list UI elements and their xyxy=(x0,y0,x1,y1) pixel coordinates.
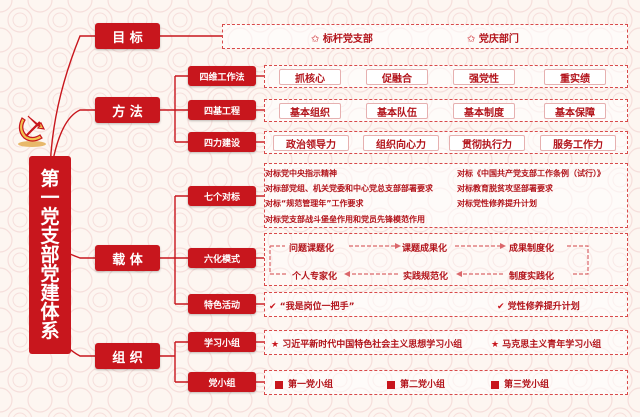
category-org[interactable]: 组 织 xyxy=(95,343,160,369)
party-group-item: 第一党小组 xyxy=(275,377,333,390)
title-char: 支 xyxy=(40,224,60,247)
goal-item: ✩ 党庆部门 xyxy=(467,34,519,45)
method-row-label[interactable]: 四维工作法 xyxy=(188,66,256,86)
party-group-panel: 第一党小组 第二党小组 第三党小组 xyxy=(264,370,628,395)
square-icon xyxy=(491,380,499,389)
benchmark-item: 对标教育脱贫攻坚部署要求 xyxy=(457,184,553,193)
category-method[interactable]: 方 法 xyxy=(95,97,160,123)
special-item: ✔ 党性修养提升计划 xyxy=(497,302,580,312)
star-icon: ★ xyxy=(271,340,280,350)
benchmark-item: 对标《中国共产党支部工作条例（试行）》 xyxy=(457,169,605,178)
study-group-panel: ★ 习近平新时代中国特色社会主义思想学习小组 ★ 马克思主义青年学习小组 xyxy=(264,330,628,355)
six-mode-panel: 问题课题化 课题成果化 成果制度化 个人专家化 实践规范化 制度实践化 xyxy=(264,233,628,286)
method-item[interactable]: 强党性 xyxy=(453,69,515,85)
method-row-panel: 政治领导力 组织向心力 贯彻执行力 服务工作力 xyxy=(264,131,628,154)
method-row-label[interactable]: 四力建设 xyxy=(188,132,256,152)
org-row-label[interactable]: 党小组 xyxy=(188,372,256,392)
party-emblem-icon xyxy=(18,115,46,147)
title-char: 党 xyxy=(40,262,60,285)
study-group-item: ★ 习近平新时代中国特色社会主义思想学习小组 xyxy=(271,340,463,350)
six-mode-item: 问题课题化 xyxy=(289,244,335,254)
title-char: 建 xyxy=(40,281,60,304)
title-char: 第 xyxy=(40,167,60,190)
six-mode-item: 制度实践化 xyxy=(509,272,555,282)
method-item[interactable]: 基本组织 xyxy=(279,103,341,119)
six-mode-item: 实践规范化 xyxy=(403,272,449,282)
six-mode-item: 课题成果化 xyxy=(402,244,448,254)
title-char: 系 xyxy=(40,319,60,342)
check-icon: ✔ xyxy=(497,302,505,312)
party-group-item: 第二党小组 xyxy=(387,377,445,390)
special-item: ✔ “我是岗位一把手” xyxy=(269,302,355,312)
method-item[interactable]: 服务工作力 xyxy=(540,135,616,151)
method-row-label[interactable]: 四基工程 xyxy=(188,100,256,120)
check-icon: ✔ xyxy=(269,302,277,312)
study-group-item: ★ 马克思主义青年学习小组 xyxy=(491,340,602,350)
title-char: 党 xyxy=(40,205,60,228)
method-item[interactable]: 政治领导力 xyxy=(273,135,349,151)
org-row-label[interactable]: 学习小组 xyxy=(188,332,256,352)
goal-panel: ✩ 标杆党支部 ✩ 党庆部门 xyxy=(222,24,628,49)
method-item[interactable]: 抓核心 xyxy=(279,69,341,85)
title-char: 部 xyxy=(40,243,60,266)
special-activities-panel: ✔ “我是岗位一把手” ✔ 党性修养提升计划 xyxy=(264,292,628,317)
method-item[interactable]: 基本制度 xyxy=(453,103,515,119)
main-title: 第 一 党 支 部 党 建 体 系 xyxy=(29,156,71,354)
title-char: 体 xyxy=(40,300,60,323)
benchmark-item: 对标党支部战斗堡垒作用和党员先锋模范作用 xyxy=(265,215,425,224)
category-carrier[interactable]: 载 体 xyxy=(95,245,160,271)
six-mode-item: 成果制度化 xyxy=(509,244,555,254)
benchmark-item: 对标部党组、机关党委和中心党总支部部署要求 xyxy=(265,184,433,193)
method-item[interactable]: 重实绩 xyxy=(544,69,606,85)
square-icon xyxy=(275,380,283,389)
benchmark-item: 对标党性修养提升计划 xyxy=(457,199,537,208)
method-row-panel: 抓核心 促融合 强党性 重实绩 xyxy=(264,65,628,88)
method-item[interactable]: 基本保障 xyxy=(544,103,606,119)
method-item[interactable]: 贯彻执行力 xyxy=(449,135,525,151)
title-char: 一 xyxy=(40,186,60,209)
star-icon: ✩ xyxy=(467,34,476,45)
square-icon xyxy=(387,380,395,389)
carrier-row-label[interactable]: 特色活动 xyxy=(188,294,256,314)
goal-item: ✩ 标杆党支部 xyxy=(311,34,373,45)
method-item[interactable]: 组织向心力 xyxy=(363,135,439,151)
party-group-item: 第三党小组 xyxy=(491,377,549,390)
method-row-panel: 基本组织 基本队伍 基本制度 基本保障 xyxy=(264,99,628,122)
star-icon: ✩ xyxy=(311,34,320,45)
star-icon: ★ xyxy=(491,340,500,350)
benchmark-item: 对标党中央指示精神 xyxy=(265,169,337,178)
method-item[interactable]: 基本队伍 xyxy=(366,103,428,119)
category-goal[interactable]: 目 标 xyxy=(95,23,160,49)
method-item[interactable]: 促融合 xyxy=(366,69,428,85)
carrier-row-label[interactable]: 六化模式 xyxy=(188,248,256,268)
seven-benchmarks-panel: 对标党中央指示精神 对标部党组、机关党委和中心党总支部部署要求 对标“规范管理年… xyxy=(264,163,628,228)
six-mode-item: 个人专家化 xyxy=(292,272,338,282)
benchmark-item: 对标“规范管理年”工作要求 xyxy=(265,199,364,208)
carrier-row-label[interactable]: 七个对标 xyxy=(188,186,256,206)
